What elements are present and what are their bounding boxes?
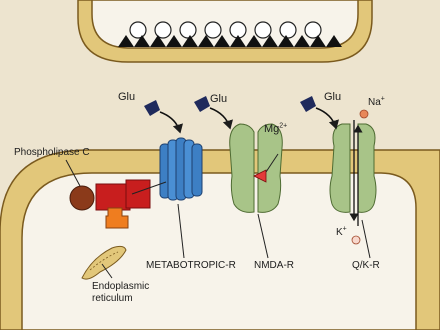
er-label-line2: reticulum xyxy=(92,294,133,304)
magnesium-label: Mg2+ xyxy=(264,124,287,135)
nmda-label: NMDA-R xyxy=(254,261,294,271)
sodium-ion xyxy=(360,110,368,118)
glu-label: Glu xyxy=(210,94,227,105)
glu-label: Glu xyxy=(118,92,135,103)
sodium-label: Na+ xyxy=(368,98,385,108)
potassium-ion xyxy=(352,236,360,244)
metabotropic-label: METABOTROPIC-R xyxy=(146,261,236,271)
er-label-line1: Endoplasmic xyxy=(92,282,149,292)
glu-label: Glu xyxy=(324,92,341,103)
potassium-label: K+ xyxy=(336,228,347,238)
qk-label: Q/K-R xyxy=(352,261,380,271)
presynaptic-terminal xyxy=(78,0,372,62)
metabotropic-receptor xyxy=(160,138,202,200)
phospholipase-label: Phospholipase C xyxy=(14,148,90,158)
